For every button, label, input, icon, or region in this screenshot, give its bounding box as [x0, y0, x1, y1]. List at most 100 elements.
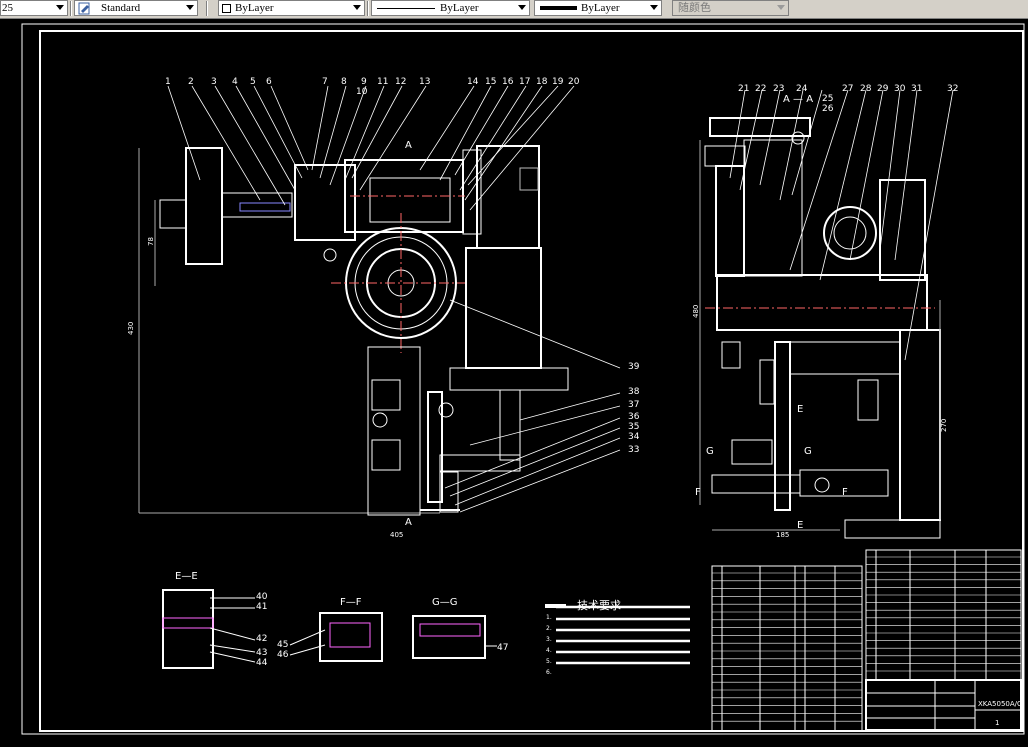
part-number-label: 44 — [256, 658, 268, 668]
section-label-a-a: A — A — [783, 94, 813, 105]
section-gg-labels: 47 — [497, 643, 508, 653]
part-number-label: 3 — [211, 77, 217, 87]
section-marker-a-bottom: A — [405, 517, 412, 528]
part-number-label: 33 — [628, 445, 639, 455]
color-value: ByLayer — [235, 2, 274, 14]
properties-toolbar: 25 Standard ByLayer ByLayer ByLayer 随颜色 — [0, 0, 1028, 19]
dimension-front-small: 78 — [147, 237, 155, 246]
drawing-canvas[interactable]: A A A — A E E G G F F 405 430 78 185 480… — [0, 18, 1028, 742]
part-number-label: 12 — [395, 77, 406, 87]
part-number-label: 11 — [377, 77, 388, 87]
dimension-side-width: 185 — [776, 531, 789, 539]
chevron-down-icon[interactable] — [518, 5, 526, 10]
section-marker-g-left: G — [706, 446, 714, 457]
plot-style-value: 随颜色 — [678, 1, 711, 14]
part-number-label: 32 — [947, 84, 958, 94]
part-number-label: 14 — [467, 77, 479, 87]
color-swatch — [222, 4, 231, 13]
title-block — [865, 679, 1022, 731]
section-gg-title: G—G — [432, 597, 458, 608]
part-number-label: 45 — [277, 640, 288, 650]
chevron-down-icon[interactable] — [650, 5, 658, 10]
front-view — [138, 145, 569, 516]
tech-requirement-item: 1. — [546, 614, 552, 621]
text-style-icon[interactable] — [78, 2, 92, 15]
toolbar-separator — [70, 1, 72, 16]
part-number-label: 38 — [628, 387, 640, 397]
layer-dropdown[interactable]: 25 — [0, 0, 68, 16]
parts-list-right — [865, 549, 1022, 681]
part-number-label: 35 — [628, 422, 639, 432]
section-marker-g-right: G — [804, 446, 812, 457]
part-number-label: 10 — [356, 87, 368, 97]
lineweight-dropdown[interactable]: ByLayer — [534, 0, 662, 16]
part-number-label: 39 — [628, 362, 640, 372]
text-style-dropdown[interactable]: Standard — [74, 0, 198, 16]
part-number-label: 31 — [911, 84, 922, 94]
part-number-label: 36 — [628, 412, 640, 422]
layer-value: 25 — [2, 2, 13, 14]
part-number-label: 5 — [250, 77, 256, 87]
side-view — [699, 117, 941, 539]
part-number-label: 47 — [497, 643, 508, 653]
tech-requirement-item: 5. — [546, 658, 552, 665]
leader-lines — [167, 85, 954, 513]
part-number-label: 37 — [628, 400, 639, 410]
part-number-label: 46 — [277, 650, 289, 660]
tech-requirements-items: 1. 2. 3. 4. 5. 6. — [546, 614, 552, 676]
part-number-label: 1 — [165, 77, 171, 87]
section-marker-f-left: F — [695, 487, 701, 498]
drawing-code: XKA5050A/C — [978, 700, 1022, 708]
part-number-label: 2 — [188, 77, 194, 87]
lineweight-value: ByLayer — [581, 2, 620, 14]
linetype-dropdown[interactable]: ByLayer — [371, 0, 530, 16]
text-style-value: Standard — [101, 2, 141, 14]
part-number-label: 34 — [628, 432, 640, 442]
tech-requirement-item: 2. — [546, 625, 552, 632]
chevron-down-icon[interactable] — [353, 5, 361, 10]
tech-requirement-item: 4. — [546, 647, 552, 654]
tech-requirements-title: 技术要求 — [577, 599, 621, 612]
part-number-label: 27 — [842, 84, 853, 94]
toolbar-separator — [206, 1, 208, 16]
section-gg — [412, 615, 497, 659]
linetype-sample — [377, 8, 435, 9]
part-number-label: 28 — [860, 84, 872, 94]
dimension-front-height: 430 — [127, 322, 135, 335]
chevron-down-icon[interactable] — [777, 5, 785, 10]
plot-style-dropdown[interactable]: 随颜色 — [672, 0, 789, 16]
section-ff — [289, 612, 383, 662]
color-dropdown[interactable]: ByLayer — [218, 0, 365, 16]
part-number-label: 4 — [232, 77, 238, 87]
section-ff-title: F—F — [340, 597, 362, 608]
part-number-label: 6 — [266, 77, 272, 87]
part-number-label: 26 — [822, 104, 834, 114]
section-ee-title: E—E — [175, 571, 198, 582]
part-number-label: 20 — [568, 77, 580, 87]
part-number-label: 19 — [552, 77, 564, 87]
parts-list-left-rows — [712, 572, 862, 722]
part-number-label: 25 — [822, 94, 833, 104]
part-number-label: 16 — [502, 77, 514, 87]
part-number-label: 9 — [361, 77, 367, 87]
tech-requirement-item: 3. — [546, 636, 552, 643]
part-number-label: 8 — [341, 77, 347, 87]
sheet-number: 1 — [995, 719, 999, 727]
part-number-label: 21 — [738, 84, 749, 94]
part-number-label: 23 — [773, 84, 784, 94]
part-number-label: 40 — [256, 592, 268, 602]
chevron-down-icon[interactable] — [56, 5, 64, 10]
chevron-down-icon[interactable] — [186, 5, 194, 10]
drawing-frame — [39, 30, 1024, 732]
linetype-value: ByLayer — [440, 2, 479, 14]
dimension-front-width: 405 — [390, 531, 403, 539]
parts-list-right-rows — [866, 556, 1021, 672]
part-number-label: 29 — [877, 84, 889, 94]
part-number-label: 18 — [536, 77, 548, 87]
tech-requirement-item: 6. — [546, 669, 552, 676]
section-ee — [162, 589, 256, 669]
